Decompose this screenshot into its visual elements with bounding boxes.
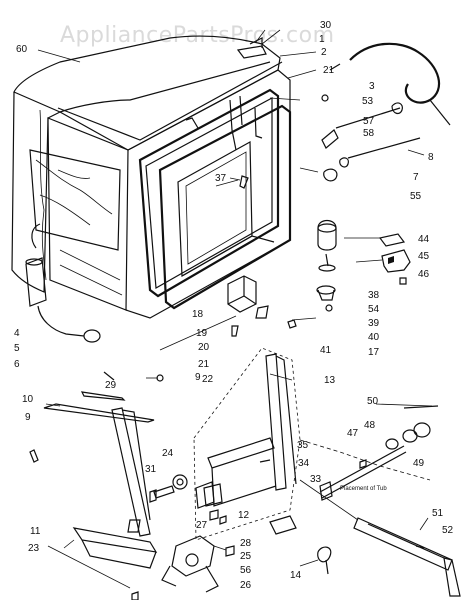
callout-34: 34 <box>298 458 310 469</box>
leader-lines <box>37 29 433 589</box>
drain-hose-left <box>25 223 101 343</box>
callout-22: 22 <box>202 374 214 385</box>
callout-38: 38 <box>368 290 380 301</box>
callout-11: 11 <box>30 526 41 537</box>
callout-28: 28 <box>240 538 252 549</box>
callout-30: 30 <box>320 20 332 31</box>
clip-14 <box>317 546 332 575</box>
callout-10: 10 <box>22 394 34 405</box>
callout-1: 1 <box>319 34 325 45</box>
callout-35: 35 <box>297 440 309 451</box>
screw-37 <box>229 175 249 189</box>
callout-19: 19 <box>196 328 208 339</box>
callout-33: 33 <box>310 474 322 485</box>
callout-12: 12 <box>238 510 250 521</box>
bracket-18 <box>227 275 297 337</box>
callout-56: 56 <box>240 565 252 576</box>
callout-18: 18 <box>192 309 204 320</box>
callouts: 60 30 1 2 21 3 53 57 58 8 7 55 37 44 45 … <box>14 20 454 591</box>
drain-hose-right <box>319 405 439 501</box>
switch-parts <box>203 483 227 525</box>
callout-50: 50 <box>367 396 379 407</box>
callout-54: 54 <box>368 304 380 315</box>
float-assembly <box>316 219 337 312</box>
callout-41: 41 <box>320 345 332 356</box>
valve-cluster <box>161 515 297 593</box>
callout-20: 20 <box>198 342 210 353</box>
callout-26: 26 <box>240 580 252 591</box>
callout-24: 24 <box>162 448 174 459</box>
callout-55: 55 <box>410 191 422 202</box>
callout-45: 45 <box>418 251 430 262</box>
hinge-arm-right <box>195 353 297 509</box>
callout-5: 5 <box>14 343 20 354</box>
callout-9-left: 9 <box>25 412 31 423</box>
inlet-parts <box>269 94 421 182</box>
callout-37: 37 <box>215 173 227 184</box>
callout-2: 2 <box>321 47 327 58</box>
callout-13: 13 <box>324 375 336 386</box>
callout-48: 48 <box>364 420 376 431</box>
fill-hose-coil <box>329 42 451 126</box>
insulation-blanket <box>11 35 281 293</box>
callout-52: 52 <box>442 525 454 536</box>
cam-wheel <box>149 474 188 503</box>
callout-27: 27 <box>196 520 208 531</box>
callout-60: 60 <box>16 44 28 55</box>
tub-body <box>47 61 291 319</box>
callout-21-top: 21 <box>323 65 335 76</box>
callout-3: 3 <box>369 81 375 92</box>
callout-58: 58 <box>363 128 375 139</box>
callout-57: 57 <box>363 116 375 127</box>
callout-29: 29 <box>105 380 117 391</box>
callout-53: 53 <box>362 96 374 107</box>
callout-14: 14 <box>290 570 302 581</box>
callout-39: 39 <box>368 318 380 329</box>
callout-21-mid: 21 <box>198 359 210 370</box>
callout-17: 17 <box>368 347 380 358</box>
callout-40: 40 <box>368 332 380 343</box>
callout-25: 25 <box>240 551 252 562</box>
callout-8: 8 <box>428 152 434 163</box>
kick-rail <box>299 479 461 597</box>
tub-placement-note: Placement of Tub <box>340 486 387 492</box>
callout-4: 4 <box>14 328 20 339</box>
hinge-arm-left <box>63 407 158 600</box>
callout-44: 44 <box>418 234 430 245</box>
callout-31: 31 <box>145 464 157 475</box>
rail-10 <box>29 371 164 463</box>
switch-bracket <box>344 233 411 285</box>
callout-47: 47 <box>347 428 359 439</box>
top-bracket <box>236 29 267 59</box>
callout-9-right: 9 <box>195 372 201 383</box>
callout-23: 23 <box>28 543 40 554</box>
callout-46: 46 <box>418 269 430 280</box>
callout-6: 6 <box>14 359 20 370</box>
callout-7: 7 <box>413 172 419 183</box>
callout-49: 49 <box>413 458 425 469</box>
door-gasket <box>138 88 292 310</box>
callout-51: 51 <box>432 508 444 519</box>
